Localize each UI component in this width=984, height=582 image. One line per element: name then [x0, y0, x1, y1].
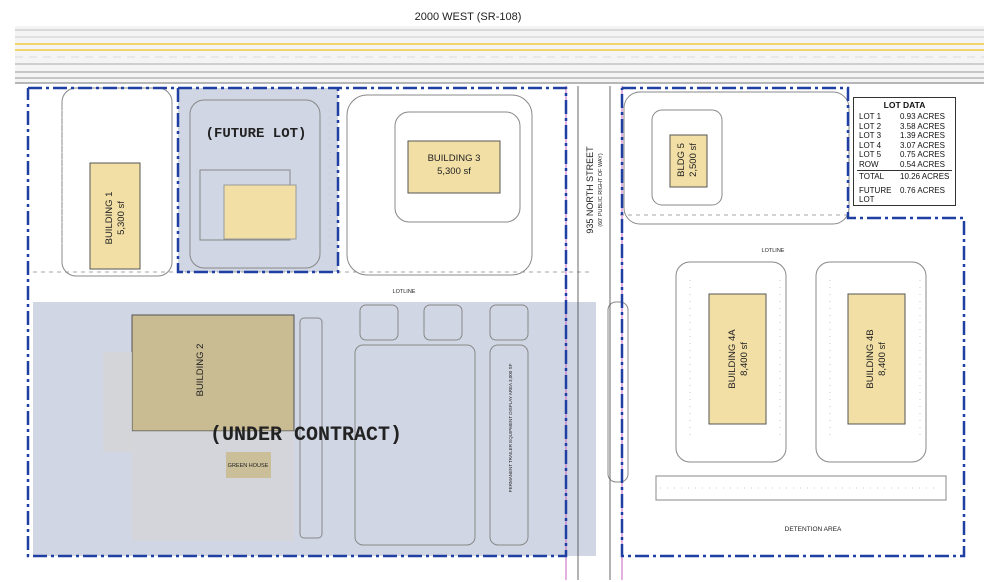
- detention-label: DETENTION AREA: [785, 526, 842, 533]
- building-5: [669, 134, 708, 188]
- lot-lines: [33, 214, 850, 273]
- lot-data-title: LOT DATA: [883, 100, 926, 110]
- building-2: [131, 314, 295, 432]
- building-4b-area: 8,400 sf: [877, 342, 888, 376]
- parking-stalls: [61, 110, 940, 489]
- building-4a: [708, 293, 767, 425]
- property-boundary: [26, 86, 966, 558]
- street-curbs: [577, 86, 611, 580]
- street-name: 935 NORTH STREET: [585, 146, 595, 234]
- building-3-area: 5,300 sf: [437, 166, 471, 177]
- building-future: [223, 184, 297, 240]
- building-1-area: 5,300 sf: [116, 201, 127, 235]
- future-lot-overlay: [178, 88, 338, 272]
- building-4a-name: BUILDING 4A: [727, 329, 738, 389]
- landscape-area-2: [132, 431, 294, 541]
- building-1: [89, 162, 141, 270]
- under-contract-label: (UNDER CONTRACT): [210, 424, 402, 447]
- future-lot-label: (FUTURE LOT): [206, 126, 307, 142]
- building-1-name: BUILDING 1: [104, 192, 115, 245]
- landscape-area: [103, 352, 132, 452]
- parking-lots: [61, 87, 947, 546]
- building-5-name: BLDG 5: [676, 143, 687, 177]
- street-note: (60' PUBLIC RIGHT OF WAY): [598, 153, 604, 227]
- building-4b-name: BUILDING 4B: [865, 329, 876, 388]
- road-name: 2000 WEST (SR-108): [415, 11, 522, 23]
- trailer-display-label: PERMANENT TRAILER EQUIPMENT DISPLAY AREA…: [508, 363, 513, 492]
- lotline-label-1: LOTLINE: [393, 289, 416, 295]
- building-3: [407, 140, 501, 194]
- building-4b: [847, 293, 906, 425]
- building-2-name: BUILDING 2: [195, 344, 206, 397]
- green-house: [226, 452, 271, 478]
- building-5-area: 2,500 sf: [688, 143, 699, 177]
- building-4a-area: 8,400 sf: [739, 342, 750, 376]
- building-3-name: BUILDING 3: [428, 153, 481, 164]
- green-house-label: GREEN HOUSE: [228, 463, 269, 469]
- buildings: [89, 134, 906, 432]
- lotline-label-2: LOTLINE: [762, 248, 785, 254]
- highway: [15, 26, 984, 84]
